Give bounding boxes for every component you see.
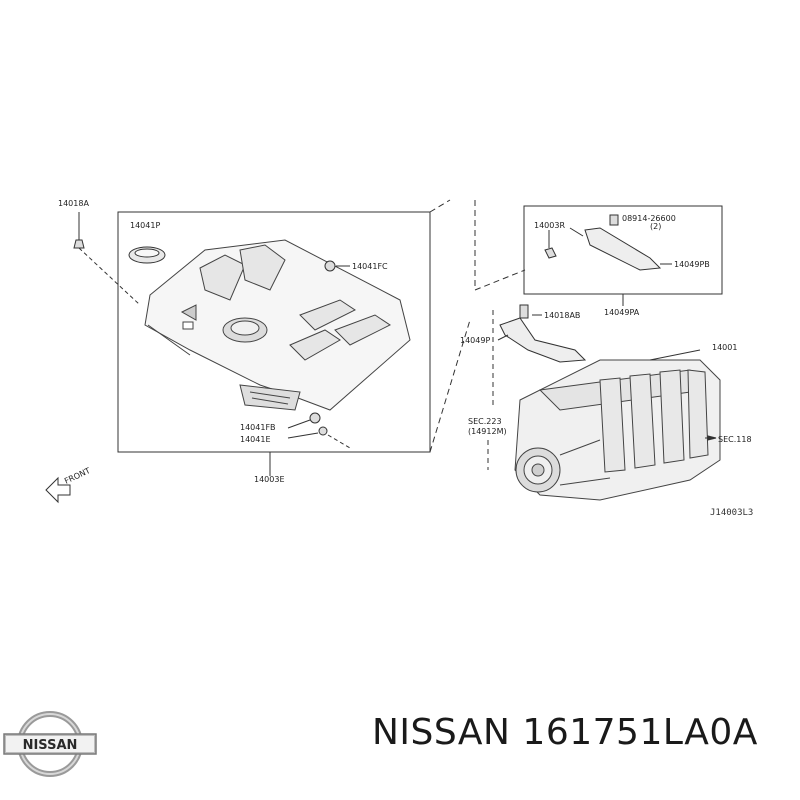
label-sec118: SEC.118: [718, 435, 752, 444]
engine-cover-frame: [117, 211, 431, 453]
label-14041FC: 14041FC: [352, 262, 388, 271]
diagram-code: J14003L3: [710, 508, 753, 518]
label-14041FB: 14041FB: [240, 423, 276, 432]
logo-text: NISSAN: [23, 738, 78, 753]
label-14018A: 14018A: [58, 199, 89, 208]
label-14041E: 14041E: [240, 435, 271, 444]
bracket-14049PB: [584, 227, 662, 271]
label-sec223: SEC.223: [468, 417, 502, 426]
nissan-logo: NISSAN: [3, 711, 97, 777]
label-14003E: 14003E: [254, 475, 285, 484]
grommet-14041FC: [324, 260, 336, 272]
label-14049PB: 14049PB: [674, 260, 710, 269]
front-arrow: [45, 476, 71, 504]
label-14041P: 14041P: [130, 221, 160, 230]
label-14001: 14001: [712, 343, 737, 352]
label-sec223-sub: (14912M): [468, 427, 507, 436]
bolt-14018A: [73, 239, 85, 249]
label-14003R: 14003R: [534, 221, 565, 230]
label-front: FRONT: [63, 466, 92, 486]
label-08914-26600: 08914-26600: [622, 214, 676, 223]
label-14018AB: 14018AB: [544, 311, 580, 320]
engine-cover: [144, 239, 411, 411]
intake-manifold: [514, 359, 721, 501]
bracket-14049P: [499, 317, 587, 363]
part-caption: NISSAN 161751LA0A: [372, 712, 758, 753]
grommet-14041E: [318, 426, 328, 436]
label-14049PA: 14049PA: [604, 308, 640, 317]
grommet-14041FB: [309, 412, 321, 424]
label-08914-qty: (2): [650, 222, 661, 231]
label-14049P: 14049P: [460, 336, 490, 345]
